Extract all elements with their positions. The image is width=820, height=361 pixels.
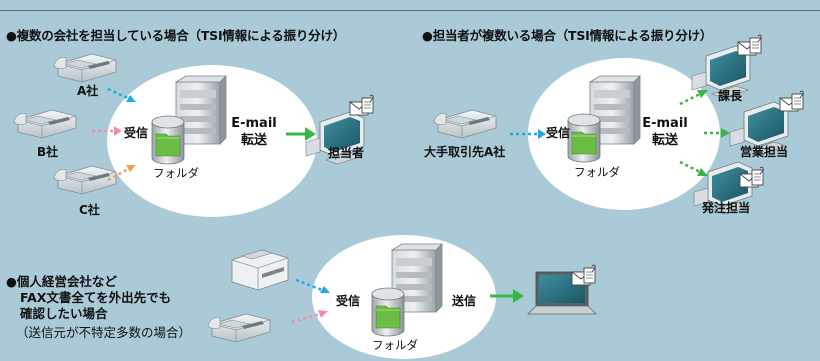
fax-icon-large-client [433, 109, 497, 139]
section1-title: ●複数の会社を担当している場合（TSI情報による振り分け） [6, 28, 346, 43]
folder-label-3: フォルダ [372, 338, 418, 352]
arrow-pink-3 [291, 312, 321, 324]
arrow-blue-3 [295, 278, 323, 292]
email-forward-label: E-mail 転送 [231, 116, 277, 148]
section3-note: ●個人経営会社など FAX文書全てを外出先でも 確認したい場合 （送信元が不特定… [6, 274, 192, 340]
folder-can-icon-2 [567, 113, 601, 163]
recipient-label: 担当者 [328, 146, 365, 160]
sender-label-large-client: 大手取引先A社 [424, 145, 506, 159]
recipient-label-manager: 課長 [718, 89, 743, 103]
fax-icon-b [13, 109, 77, 139]
email-forward-label-2: E-mail 転送 [642, 116, 688, 148]
folder-label: フォルダ [153, 166, 199, 180]
folder-can-icon [151, 115, 185, 165]
fax-icon-unspecified [207, 313, 271, 343]
arrow-green-manager [679, 92, 701, 106]
receive-label-3: 受信 [336, 294, 361, 308]
receive-label-2: 受信 [546, 126, 571, 140]
sender-label-c: C社 [79, 203, 100, 217]
arrow-green-ordering [679, 160, 701, 174]
mail-icon-manager [737, 34, 762, 56]
send-label: 送信 [452, 294, 477, 308]
arrow-orange [107, 166, 131, 182]
recipient-label-ordering: 発注担当 [702, 201, 751, 215]
header-rule [0, 0, 820, 11]
printer-icon [231, 249, 289, 291]
section1-diagram [13, 53, 374, 217]
mail-icon-laptop [571, 264, 596, 286]
sender-label-a: A社 [77, 84, 99, 98]
mail-icon [349, 94, 374, 116]
fax-icon-c [53, 165, 117, 195]
section2-diagram [433, 34, 804, 215]
folder-label-2: フォルダ [574, 165, 620, 179]
mail-icon-sales [779, 90, 804, 112]
sender-label-b: B社 [37, 145, 59, 159]
receive-label: 受信 [124, 126, 149, 140]
section3-diagram [207, 235, 597, 359]
fax-icon-a [53, 53, 117, 83]
arrow-blue [107, 87, 131, 101]
recipient-label-sales: 営業担当 [740, 145, 789, 159]
section2-title: ●担当者が複数いる場合（TSI情報による振り分け） [422, 28, 713, 43]
folder-can-icon-3 [371, 287, 405, 337]
